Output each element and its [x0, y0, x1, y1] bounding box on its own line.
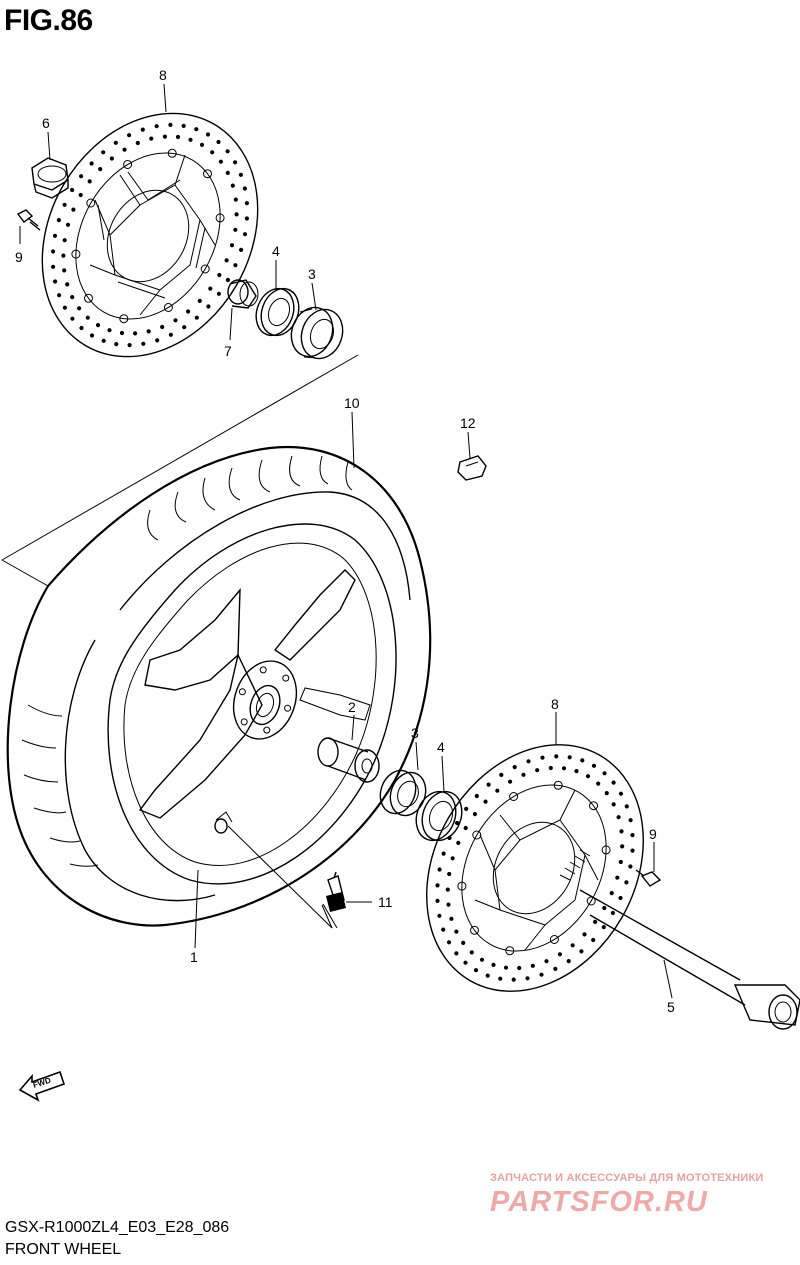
assembly-divider-tick	[1, 559, 49, 587]
callout-12: 12	[460, 415, 476, 431]
wheel-rim-1[interactable]	[107, 523, 397, 885]
callout-8-top: 8	[159, 67, 167, 83]
figure-title: FIG.86	[4, 4, 93, 37]
callout-1: 1	[190, 949, 198, 965]
callout-3-top: 3	[308, 266, 316, 282]
brake-disc-top[interactable]	[0, 74, 301, 396]
callout-10: 10	[344, 395, 360, 411]
brake-disc-bottom[interactable]	[383, 705, 686, 1030]
model-code: GSX-R1000ZL4_E03_E28_086	[5, 1219, 230, 1236]
spacer-2[interactable]	[317, 737, 380, 783]
assembly-divider-line	[1, 354, 359, 561]
collar-6[interactable]	[31, 157, 69, 199]
oil-seal-4-bottom[interactable]	[410, 786, 469, 846]
disc-bolt-9-top[interactable]	[16, 209, 41, 231]
disc-bolt-9-bottom[interactable]	[635, 869, 662, 887]
leader-lines	[19, 83, 673, 999]
callout-8-bottom: 8	[551, 696, 559, 712]
callout-5: 5	[667, 999, 675, 1015]
spacer-7[interactable]	[227, 279, 259, 309]
callout-3-bottom: 3	[411, 725, 419, 741]
callout-11: 11	[378, 894, 393, 910]
callout-6: 6	[42, 115, 50, 131]
callout-9-top: 9	[15, 249, 23, 265]
callout-9-bottom: 9	[649, 826, 657, 842]
callout-2: 2	[348, 699, 356, 715]
callout-4-bottom: 4	[437, 739, 445, 755]
watermark-tagline: ЗАПЧАСТИ И АКСЕССУАРЫ ДЛЯ МОТОТЕХНИКИ	[490, 1172, 764, 1184]
callout-labels: 8 6 9 4 3 7 10 12 2 3 4 8 9 11 1 5	[15, 67, 675, 1015]
tire-10[interactable]	[6, 445, 432, 927]
tire-valve-11[interactable]	[321, 871, 346, 929]
section-name: FRONT WHEEL	[5, 1241, 122, 1258]
callout-7: 7	[224, 343, 232, 359]
front-axle-5[interactable]	[559, 849, 800, 1030]
forward-arrow-icon: FWD	[18, 1070, 66, 1102]
bearing-3-top[interactable]	[285, 302, 350, 365]
watermark-logo: PARTSFOR.RU	[490, 1186, 708, 1218]
callout-4-top: 4	[272, 243, 280, 259]
clip-12[interactable]	[457, 455, 487, 481]
